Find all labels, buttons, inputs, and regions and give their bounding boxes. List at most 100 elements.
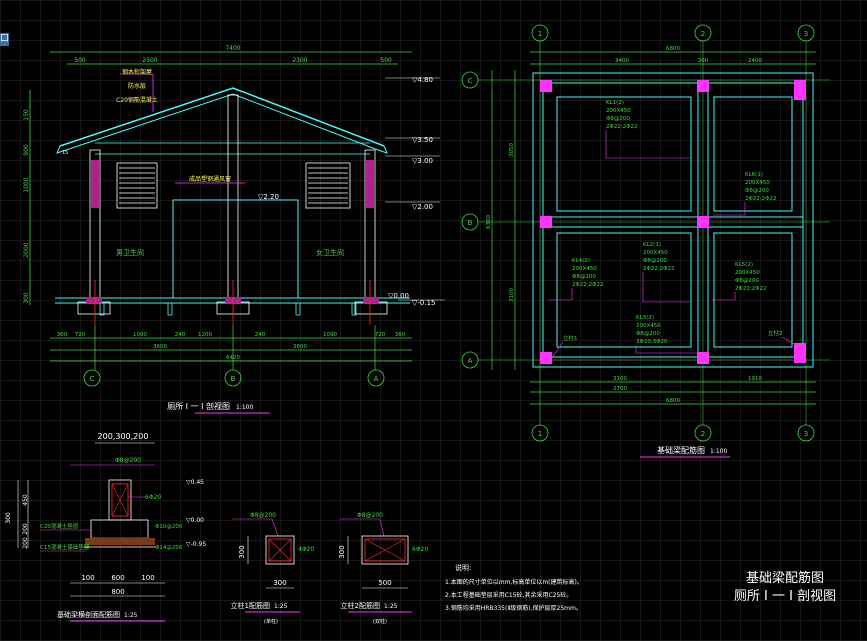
svg-text:KL4(2): KL4(2) xyxy=(572,258,590,264)
svg-text:200X450: 200X450 xyxy=(643,250,668,256)
plan-view: 1 2 3 1 2 3 C B A xyxy=(461,24,830,458)
level-350: ▽3.50 xyxy=(412,136,433,144)
svg-text:Φ8@200: Φ8@200 xyxy=(643,258,667,264)
beam-label-kl3: KL3(2) 200X450 Φ8@200 3Φ20;3Φ20 xyxy=(636,315,668,345)
svg-text:200X450: 200X450 xyxy=(735,270,760,276)
roof-note-1: 钢木桁架屋 xyxy=(122,68,152,76)
bottom-dim-r1-0: 360 xyxy=(57,332,68,338)
column1-title: 立柱1配筋图 xyxy=(231,601,270,610)
footing-left xyxy=(77,280,111,325)
foundation-bottom-dim-1: 600 xyxy=(111,574,124,582)
bottom-dim-r2-0: 3600 xyxy=(153,344,167,350)
ucs-icon[interactable]: 口 xyxy=(0,33,10,46)
bottom-dim-r1-3: 240 xyxy=(175,332,186,338)
svg-text:Φ8@200: Φ8@200 xyxy=(636,331,660,337)
plan-bottom-dim-0: 3100 xyxy=(613,376,627,382)
level-480: ▽4.80 xyxy=(412,76,433,84)
svg-text:KL2(1): KL2(1) xyxy=(643,242,661,248)
left-dim-2: 900 xyxy=(23,144,30,156)
plan-bottom-dim-total: 6800 xyxy=(666,398,680,404)
bottom-dim-r1-4: 1200 xyxy=(198,332,212,338)
left-dim-3: 1000 xyxy=(23,177,30,192)
svg-text:200X450: 200X450 xyxy=(572,266,597,272)
plan-top-dim-1: 300 xyxy=(698,58,709,64)
dim-right: 2300 xyxy=(292,57,307,64)
section-title: 厕所 I 一 I 剖视图 xyxy=(167,401,230,411)
column1-width: 300 xyxy=(273,579,286,587)
column1-rebar: Φ8@200 xyxy=(250,512,276,519)
room-left: 男卫生间 xyxy=(116,248,144,257)
column2-rebar: Φ8@200 xyxy=(357,512,383,519)
axis-bubble-c xyxy=(83,369,101,387)
notes-line-1: 1.本图的尺寸单位以mm,标高单位以m(建筑标高)。 xyxy=(445,578,583,586)
plan-left-dim-total: 6300 xyxy=(486,215,492,229)
foundation-rebar-top: Φ8@200 xyxy=(115,457,141,464)
roof-note-3: C20钢筋混凝土 xyxy=(116,96,158,104)
foundation-bottom-dim-0: 100 xyxy=(81,574,94,582)
axis-label-c: C xyxy=(90,375,95,383)
plan-axis-2-bottom: 2 xyxy=(701,430,705,438)
plan-title: 基础梁配筋图 xyxy=(657,445,705,455)
svg-text:Φ8@200: Φ8@200 xyxy=(735,278,759,284)
roof-inner xyxy=(65,93,379,151)
foundation-left-dim-1: 200 xyxy=(22,523,29,535)
svg-text:200X450: 200X450 xyxy=(606,108,631,114)
plan-axis-1-bottom: 1 xyxy=(538,430,542,438)
foundation-scale: 1:25 xyxy=(124,612,138,619)
beam-label-kl6: KL6(1) 200X450 Φ8@200 2Φ22;2Φ22 xyxy=(745,172,777,202)
dim-total: 7400 xyxy=(225,45,240,52)
column2-detail: Φ8@200 6Φ20 300 500 立柱2配筋图 1:25 (双柱) xyxy=(338,512,428,625)
section-view: 7400 2300 2300 500 500 钢木桁架屋 防水层 C20钢筋混凝… xyxy=(23,45,445,414)
notes-line-2: 2.本工程基础垫层采用C15砼,其余采用C25砼。 xyxy=(445,591,572,599)
room-right: 女卫生间 xyxy=(316,248,344,257)
plan-axis-2-top: 2 xyxy=(701,30,705,38)
column2-sub: (双柱) xyxy=(373,618,387,625)
foundation-bottom-dim-2: 100 xyxy=(141,574,154,582)
bottom-dim-r1-7: 720 xyxy=(375,332,386,338)
column1-main: 4Φ20 xyxy=(298,546,314,553)
level-015: ▽-0.15 xyxy=(412,299,436,307)
svg-text:Φ8@200: Φ8@200 xyxy=(606,116,630,122)
dim-eave-right: 500 xyxy=(380,57,392,64)
foundation-title: 基础梁横剖面配筋图 xyxy=(57,610,120,619)
svg-text:2Φ22;2Φ22: 2Φ22;2Φ22 xyxy=(735,286,767,292)
foundation-left-dim-3: 300 xyxy=(5,512,12,524)
svg-text:2Φ22;2Φ22: 2Φ22;2Φ22 xyxy=(572,282,604,288)
axis-bubble-b xyxy=(224,369,242,387)
bottom-dim-r1-2: 1090 xyxy=(133,332,147,338)
title-line-2: 厕所 I 一 I 剖视图 xyxy=(734,589,836,604)
beam-label-kl4: KL4(2) 200X450 Φ8@200 2Φ22;2Φ22 xyxy=(572,258,604,288)
plan-columns xyxy=(540,80,806,364)
column2-scale: 1:25 xyxy=(384,603,398,610)
svg-text:KL6(1): KL6(1) xyxy=(745,172,763,178)
wall-right-window xyxy=(366,160,374,208)
foundation-level-045: ▽0.45 xyxy=(186,479,204,486)
axis-label-a: A xyxy=(374,375,379,383)
dim-eave-left: 500 xyxy=(74,57,86,64)
column1-height: 300 xyxy=(238,545,246,558)
notes-heading: 说明: xyxy=(455,563,471,572)
foundation-note-2: C15混凝土基础垫层 xyxy=(40,543,90,551)
side-note: 15 xyxy=(62,150,68,156)
level-000: ▽0.00 xyxy=(388,292,409,300)
axis-bubble-a xyxy=(367,369,385,387)
footing-right xyxy=(354,280,388,325)
plan-axis-c: C xyxy=(468,77,473,85)
foundation-left-dim-2: 200 xyxy=(22,537,29,549)
foundation-rebar-2: Φ14@200 xyxy=(155,545,183,551)
svg-text:KL1(2): KL1(2) xyxy=(606,100,624,106)
column1-detail: Φ8@200 4Φ20 300 300 立柱1配筋图 1:25 (单柱) xyxy=(231,512,315,625)
svg-text:2Φ22;2Φ22: 2Φ22;2Φ22 xyxy=(606,124,638,130)
louver-left xyxy=(116,162,158,209)
foundation-level-000: ▽0.00 xyxy=(186,517,204,524)
plan-top-dim-0: 3400 xyxy=(615,58,629,64)
left-dim-1: 150 xyxy=(23,109,30,121)
bottom-dim-r1-8: 360 xyxy=(395,332,406,338)
bottom-dim-r1-6: 1090 xyxy=(323,332,337,338)
svg-text:Φ8@200: Φ8@200 xyxy=(572,274,596,280)
level-300: ▽3.00 xyxy=(412,157,433,165)
beam-label-kl1: KL1(2) 200X450 Φ8@200 2Φ22;2Φ22 xyxy=(606,100,638,130)
notes-line-3: 3.钢筋均采用HRB335(Ⅱ级钢筋),保护层厚25mm。 xyxy=(445,604,582,612)
